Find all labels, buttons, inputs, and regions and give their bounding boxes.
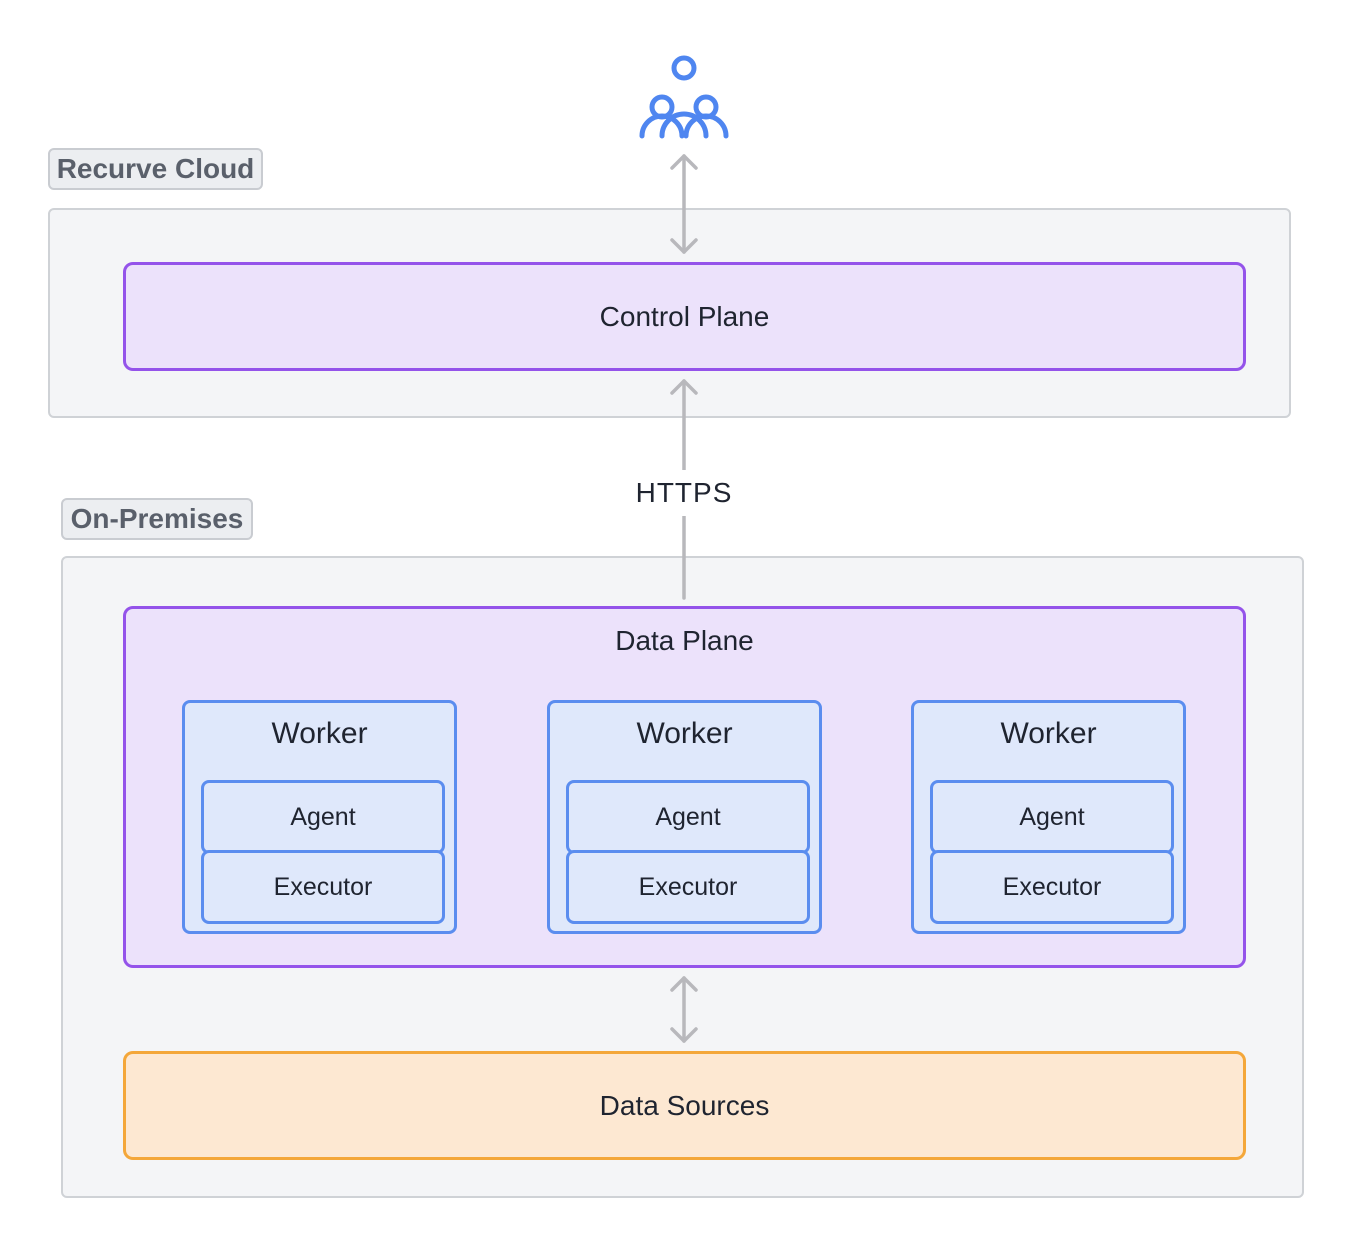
executor-box: Executor	[930, 850, 1174, 924]
worker-title: Worker	[636, 717, 733, 750]
executor-box: Executor	[566, 850, 810, 924]
on-premises-label: On-Premises	[61, 498, 253, 540]
worker-title: Worker	[1000, 717, 1097, 750]
worker-box-3: Worker Agent Executor	[911, 700, 1186, 934]
control-plane-label: Control Plane	[599, 300, 770, 332]
worker-box-2: Worker Agent Executor	[547, 700, 822, 934]
https-label: HTTPS	[628, 470, 740, 516]
executor-box: Executor	[201, 850, 445, 924]
data-sources-box: Data Sources	[123, 1051, 1246, 1160]
worker-box-1: Worker Agent Executor	[182, 700, 457, 934]
users-to-control-plane-arrow	[670, 154, 698, 254]
recurve-cloud-label: Recurve Cloud	[48, 148, 263, 190]
users-group-icon	[639, 55, 729, 139]
data-plane-label: Data Plane	[615, 625, 754, 656]
worker-title: Worker	[271, 717, 368, 750]
control-plane-box: Control Plane	[123, 262, 1246, 371]
data-sources-label: Data Sources	[599, 1089, 770, 1121]
data-plane-to-sources-arrow	[670, 976, 698, 1043]
